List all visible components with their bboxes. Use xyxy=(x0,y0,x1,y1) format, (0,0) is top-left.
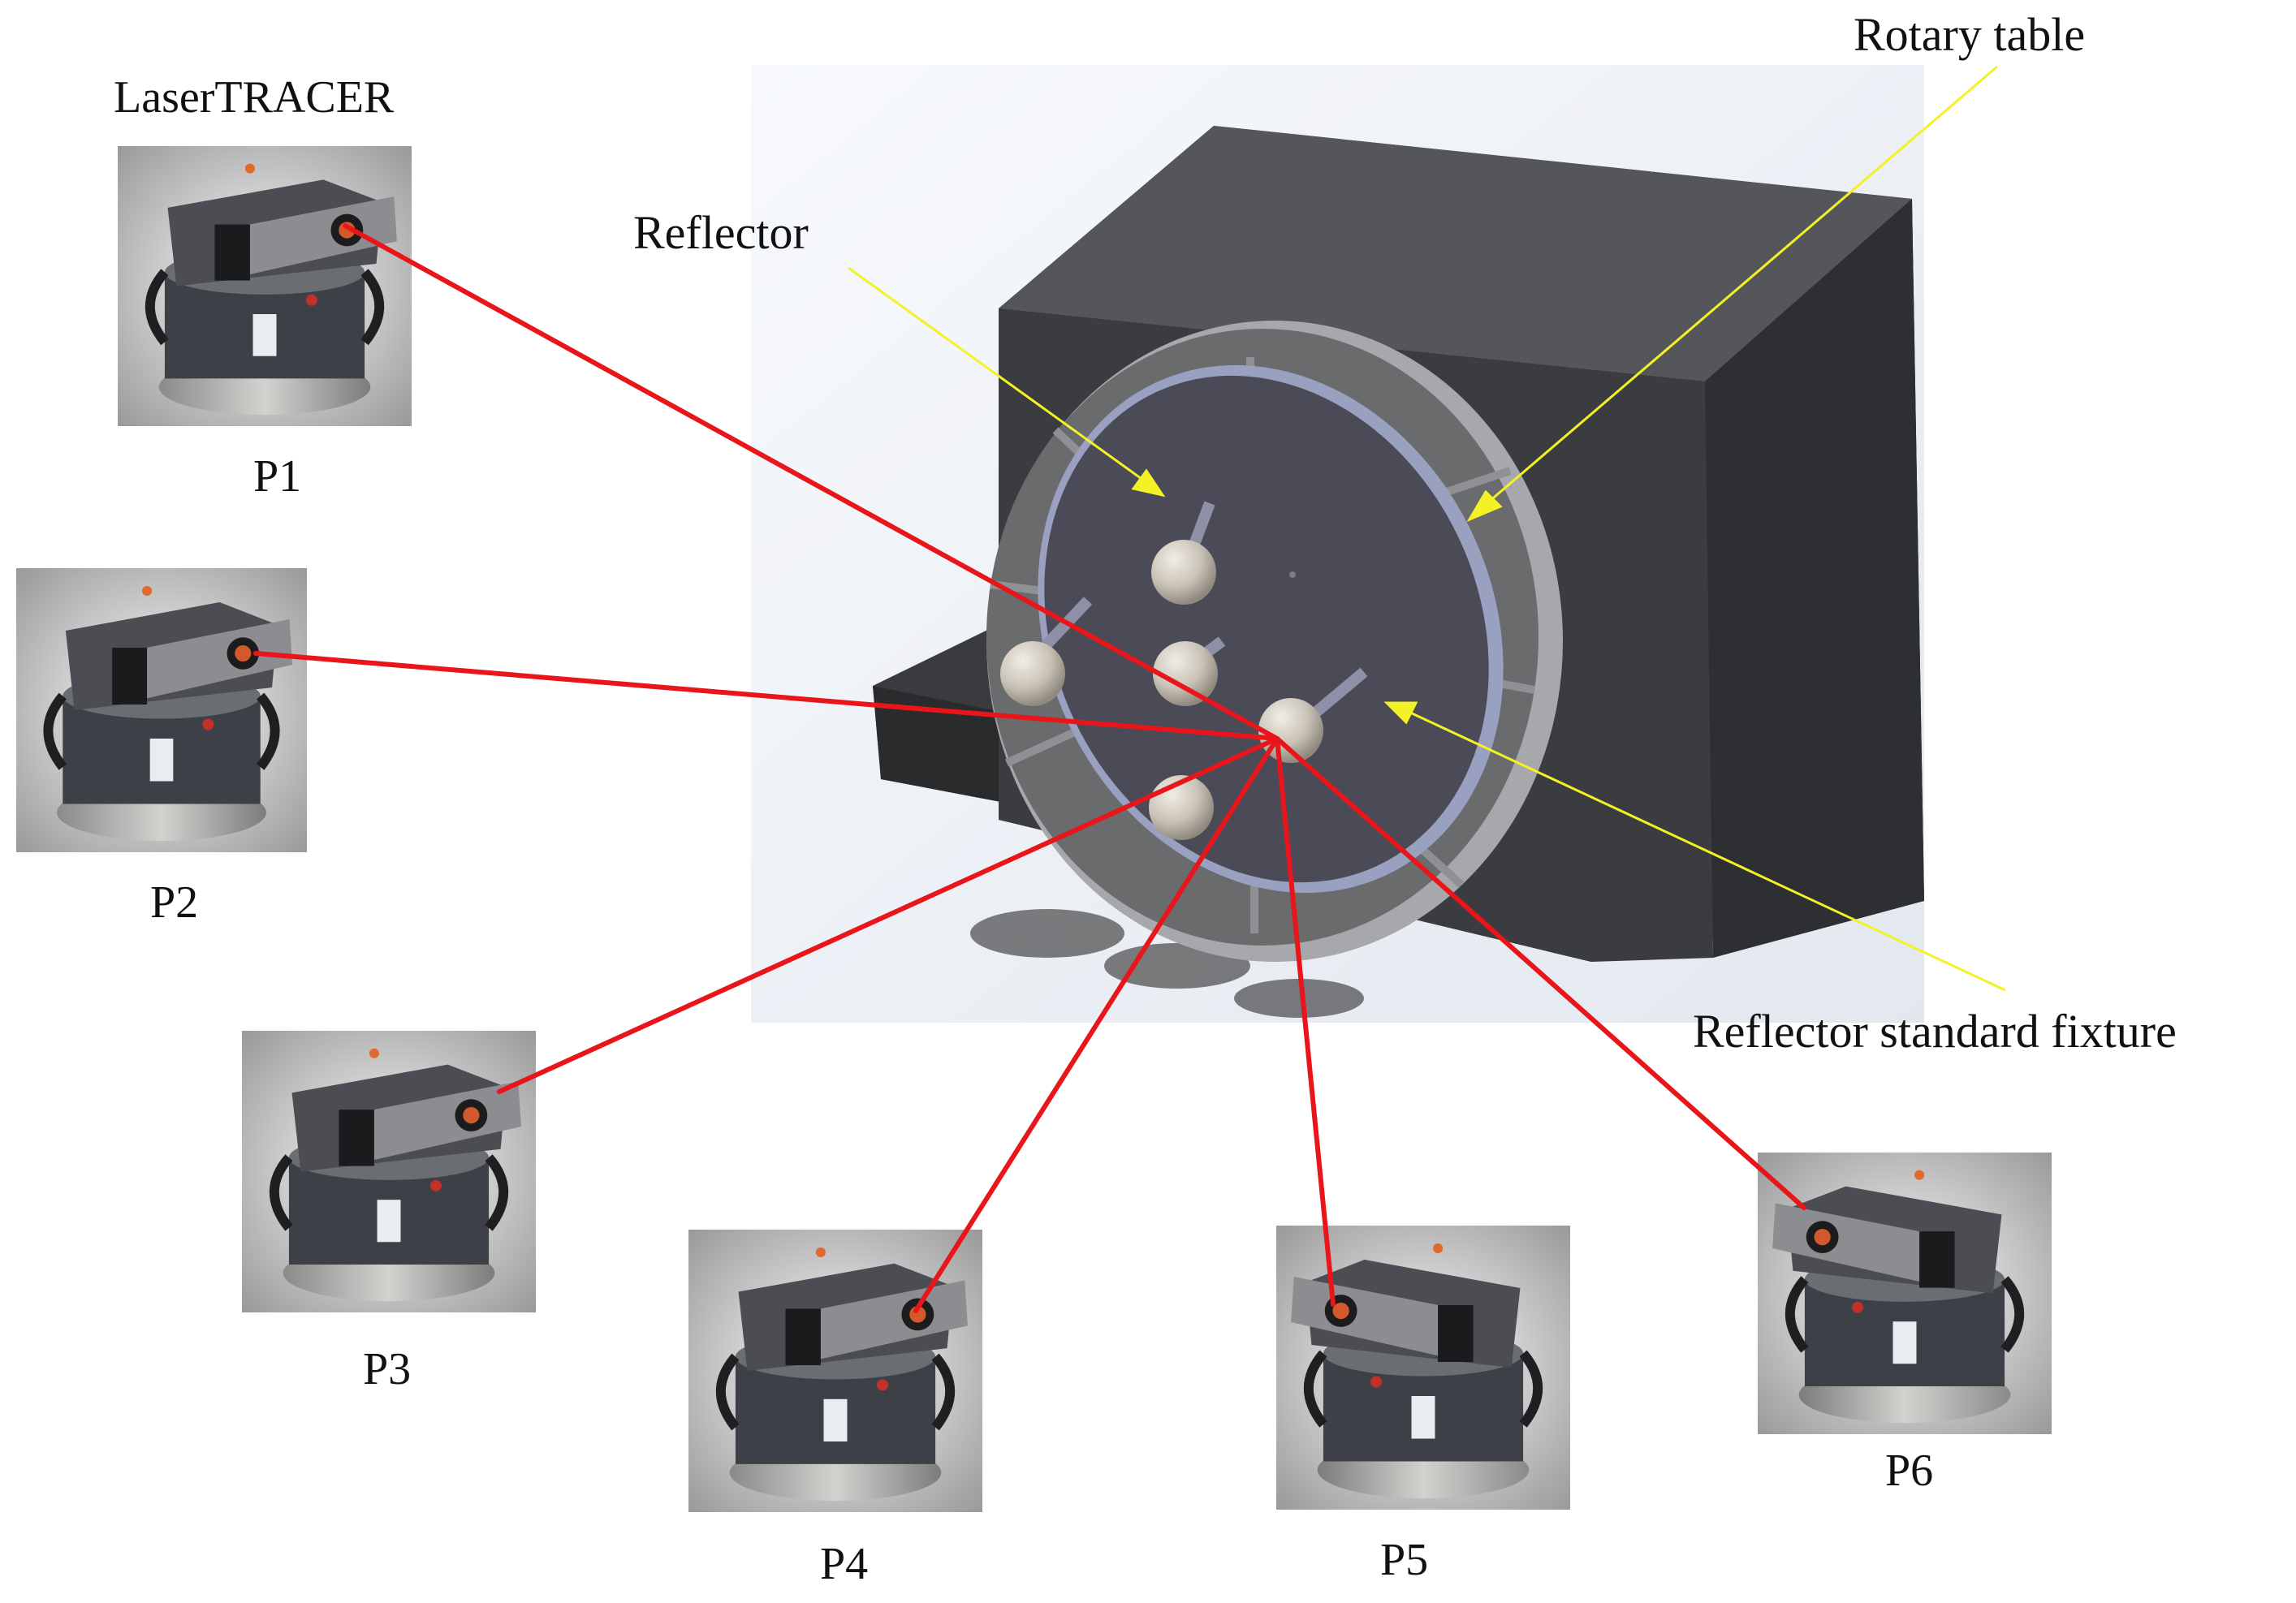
lasertracer-label: LaserTRACER xyxy=(114,72,395,123)
laser-beam-p3 xyxy=(497,736,1280,1094)
reflector-ball-5 xyxy=(1149,775,1214,840)
pointer-rotary-table-arrow xyxy=(1466,489,1503,523)
lasertracer-photo-p1 xyxy=(118,146,412,426)
reflector-ball-3 xyxy=(1153,641,1218,706)
tracer-label-p4: P4 xyxy=(820,1539,869,1589)
tracer-label-p1: P1 xyxy=(253,451,302,502)
lasertracer-photo-p2 xyxy=(16,568,307,852)
reflector-label: Reflector xyxy=(633,206,809,259)
laser-beam-p2 xyxy=(253,651,1280,741)
pointer-rotary-table xyxy=(1477,65,1998,513)
laser-beams xyxy=(253,223,1806,1313)
pointer-fixture-arrow xyxy=(1383,701,1418,725)
laser-beam-p6 xyxy=(1275,736,1806,1210)
tracer-label-p3: P3 xyxy=(363,1344,412,1394)
tracer-label-p2: P2 xyxy=(150,877,199,928)
pointer-reflector xyxy=(848,266,1154,489)
reflector-ball-1 xyxy=(1151,540,1216,605)
reflector-fixture-plate xyxy=(1038,364,1504,894)
laser-beam-p5 xyxy=(1275,736,1336,1307)
laser-beam-p4 xyxy=(913,736,1280,1313)
tracer-label-p6: P6 xyxy=(1885,1446,1934,1496)
pointer-reflector-arrow xyxy=(1131,468,1166,498)
lasertracer-group xyxy=(16,146,2052,1512)
lasertracer-photo-p3 xyxy=(242,1031,536,1312)
lasertracer-photo-p5 xyxy=(1276,1226,1570,1510)
pointer-fixture xyxy=(1396,705,2006,992)
fixture-label: Reflector standard fixture xyxy=(1693,1005,2177,1058)
rotary-table-label: Rotary table xyxy=(1854,8,2086,61)
tracer-label-p5: P5 xyxy=(1380,1535,1429,1585)
reflector-ball-2 xyxy=(1000,641,1065,706)
lasertracer-photo-p4 xyxy=(688,1230,982,1512)
lasertracer-photo-p6 xyxy=(1758,1153,2052,1434)
laser-beam-p1 xyxy=(343,223,1280,741)
pointer-lines xyxy=(848,65,2006,992)
